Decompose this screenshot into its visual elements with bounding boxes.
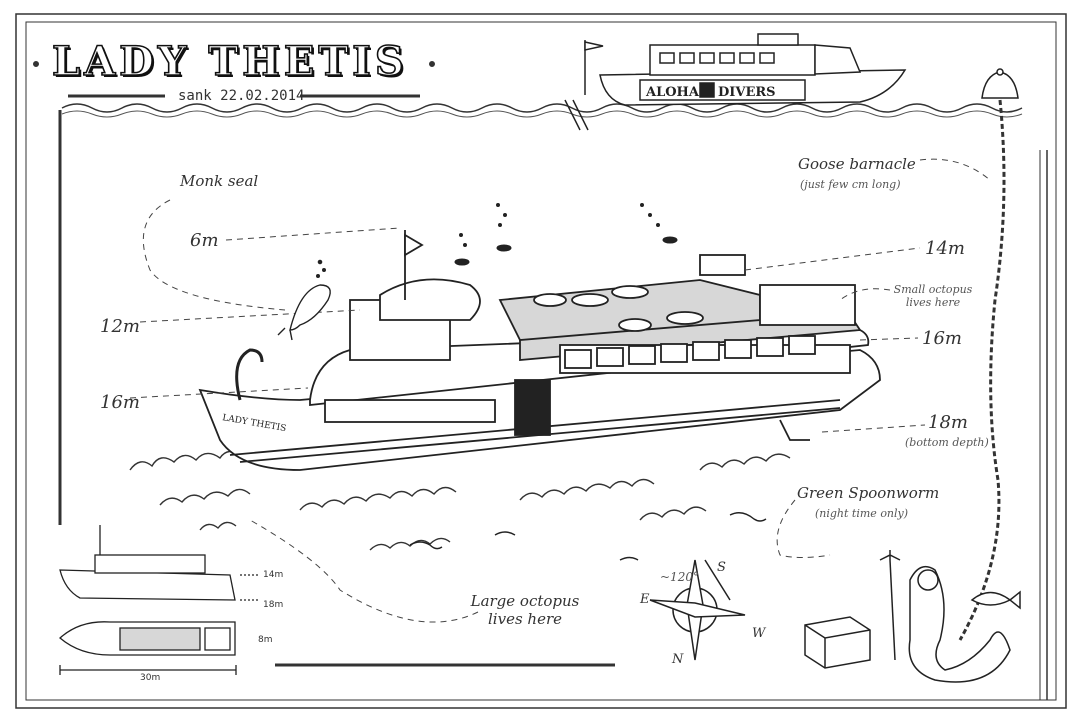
- dive-boat-name-left: ALOHA: [645, 85, 700, 100]
- dim-8m: 8m: [258, 635, 273, 645]
- compass-rose-icon: [649, 559, 746, 661]
- label-monk-seal: Monk seal: [180, 172, 259, 190]
- profile-top-view: [59, 621, 237, 675]
- dim-length: 30m: [140, 673, 161, 683]
- compass-east: E: [640, 592, 650, 607]
- map-frame: [15, 13, 1067, 709]
- compass-west: W: [752, 626, 766, 641]
- monk-seal-icon: [277, 284, 331, 341]
- seabed: [129, 446, 791, 551]
- label-small-octopus: Small octopus lives here: [888, 283, 978, 309]
- dive-boat-name-right: DIVERS: [718, 85, 776, 100]
- depth-leaders: [129, 158, 991, 623]
- large-octopus-line-1: Large octopus: [470, 592, 580, 610]
- label-green-spoonworm-note: (night time only): [815, 507, 909, 520]
- depth-16m-right: 16m: [922, 328, 962, 349]
- anchor-block-icon: [804, 616, 871, 669]
- depth-14m: 14m: [925, 238, 965, 259]
- dim-18m: 18m: [263, 600, 284, 610]
- depth-18m: 18m: [928, 412, 968, 433]
- spoonworm-icons: [409, 512, 767, 561]
- dim-14m: 14m: [263, 570, 284, 580]
- label-goose-barnacle: Goose barnacle: [798, 155, 916, 173]
- small-octopus-line-2: lives here: [905, 296, 961, 309]
- fish-icons: [316, 203, 678, 278]
- compass-south: S: [717, 560, 726, 575]
- bottom-depth-note: (bottom depth): [905, 436, 989, 449]
- small-octopus-line-1: Small octopus: [893, 283, 973, 296]
- wreck-lady-thetis: [198, 230, 881, 471]
- label-goose-barnacle-note: (just few cm long): [800, 178, 901, 191]
- depth-16m-left: 16m: [100, 392, 140, 413]
- mooring-buoy: [981, 68, 1019, 99]
- fish-icon: [970, 590, 1021, 610]
- compass-angle: ~120°: [660, 570, 699, 584]
- map-title: LADY THETIS: [51, 37, 408, 86]
- compass-north: N: [672, 652, 684, 667]
- depth-12m: 12m: [100, 316, 140, 337]
- depth-6m: 6m: [190, 230, 219, 251]
- large-octopus-line-2: lives here: [488, 610, 562, 628]
- anchor-chain: [958, 99, 1006, 641]
- profile-side-view: [59, 525, 260, 601]
- neptune-icon: [879, 550, 1011, 683]
- label-green-spoonworm: Green Spoonworm: [797, 484, 940, 502]
- sank-date: sank 22.02.2014: [178, 88, 305, 104]
- dive-boat: [564, 33, 907, 131]
- sea-surface: [61, 103, 1023, 113]
- label-large-octopus: Large octopus lives here: [470, 592, 580, 628]
